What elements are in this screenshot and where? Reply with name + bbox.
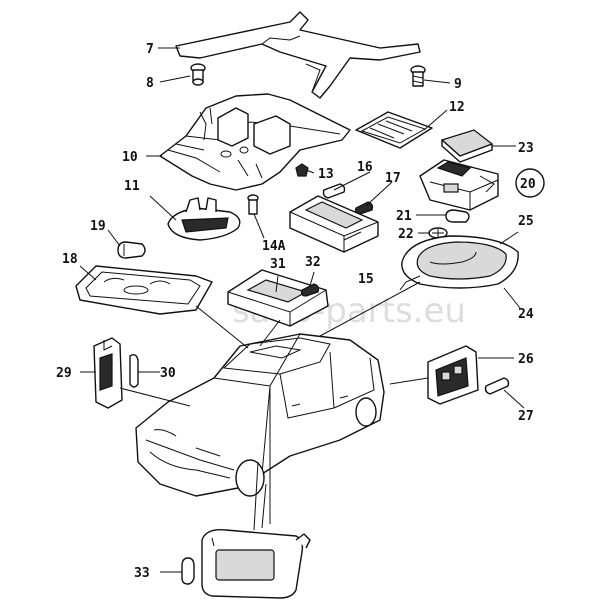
part-17-bulb xyxy=(354,201,374,215)
leader-lines xyxy=(79,47,525,573)
part-33-sun-visor xyxy=(201,529,311,599)
callout-19: 19 xyxy=(90,219,106,234)
callout-32: 32 xyxy=(305,255,321,270)
callout-21: 21 xyxy=(396,209,412,224)
part-20-switch-unit xyxy=(419,159,499,211)
part-14a-screw xyxy=(247,194,259,215)
part-8-screw xyxy=(190,63,206,86)
callout-16: 16 xyxy=(357,160,373,175)
part-15-lamp-housing xyxy=(289,195,379,253)
callout-23: 23 xyxy=(518,141,534,156)
part-20-tag xyxy=(515,168,545,198)
callout-13: 13 xyxy=(318,167,334,182)
part-27-bulb xyxy=(484,377,510,395)
callout-29: 29 xyxy=(56,366,72,381)
part-13-screw xyxy=(295,163,309,177)
part-11-lamp xyxy=(167,197,241,241)
part-21-bulb xyxy=(445,209,470,223)
callout-11: 11 xyxy=(124,179,140,194)
part-18-front-lamp xyxy=(75,265,213,315)
callout-12: 12 xyxy=(449,100,465,115)
part-12-panel xyxy=(355,111,433,149)
callout-31: 31 xyxy=(270,257,286,272)
part-29-door-lamp xyxy=(93,337,123,409)
callout-labels: 7 8 9 10 11 12 13 14A 15 16 17 18 19 20 … xyxy=(56,42,536,581)
part-19-bulb xyxy=(117,241,146,259)
part-24-wire xyxy=(399,275,421,291)
callout-25: 25 xyxy=(518,214,534,229)
part-23-pad xyxy=(440,129,494,163)
callout-7: 7 xyxy=(146,42,154,57)
callout-22: 22 xyxy=(398,227,414,242)
part-33-bulb xyxy=(181,557,195,585)
part-9-screw xyxy=(410,65,426,87)
callout-20: 20 xyxy=(520,177,536,192)
callout-27: 27 xyxy=(518,409,534,424)
part-10-console-frame xyxy=(159,93,351,191)
callout-14a: 14A xyxy=(262,239,286,254)
callout-10: 10 xyxy=(122,150,138,165)
part-32-bulb xyxy=(300,283,320,297)
callout-26: 26 xyxy=(518,352,534,367)
callout-15: 15 xyxy=(358,272,374,287)
car-illustration xyxy=(135,333,385,497)
callout-33: 33 xyxy=(134,566,150,581)
callout-17: 17 xyxy=(385,171,401,186)
part-26-rear-lamp xyxy=(427,345,479,405)
callout-24: 24 xyxy=(518,307,534,322)
callout-30: 30 xyxy=(160,366,176,381)
callout-8: 8 xyxy=(146,76,154,91)
callout-18: 18 xyxy=(62,252,78,267)
part-31-switch-base xyxy=(227,269,329,327)
part-30-bulb xyxy=(129,353,139,388)
part-7-bracket xyxy=(175,11,421,99)
callout-9: 9 xyxy=(454,77,462,92)
